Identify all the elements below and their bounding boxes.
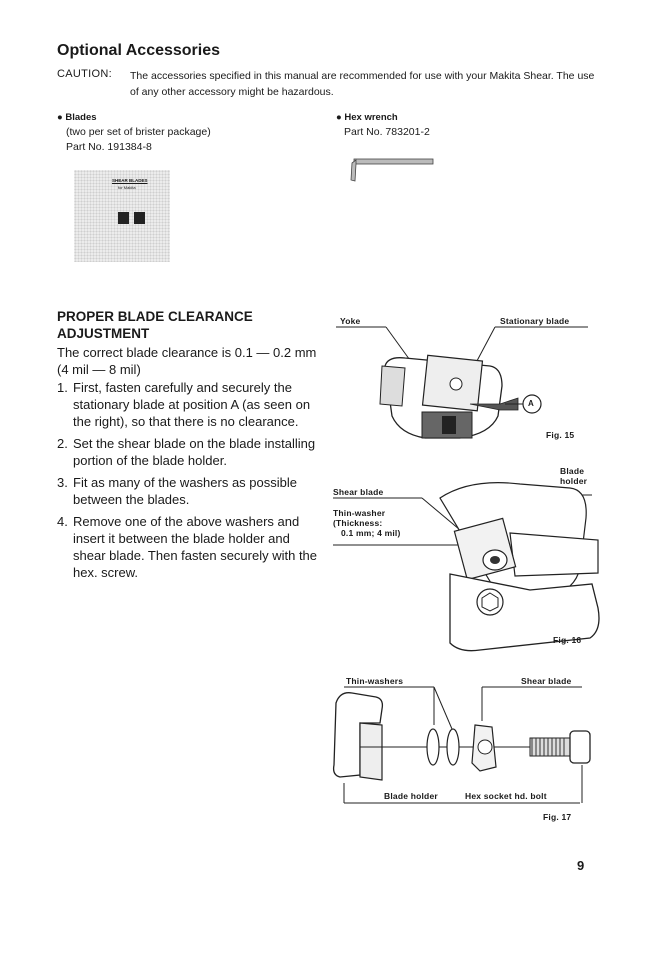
blade-piece bbox=[118, 212, 129, 224]
step-number: 2. bbox=[57, 436, 68, 451]
fig16-caption: Fig. 16 bbox=[553, 635, 582, 645]
label-line: 0.1 mm; 4 mil) bbox=[341, 528, 401, 538]
step-number: 1. bbox=[57, 380, 68, 395]
accessory-name: ● Hex wrench bbox=[336, 112, 398, 123]
blade-package-image: SHEAR BLADES for Makita bbox=[74, 170, 170, 262]
fig17-caption: Fig. 17 bbox=[543, 812, 572, 822]
step-item: 3. Fit as many of the washers as possible… bbox=[57, 474, 319, 508]
fig16-label-thin-washer: Thin-washer (Thickness: 0.1 mm; 4 mil) bbox=[333, 508, 401, 538]
fig17-label-shear-blade: Shear blade bbox=[521, 676, 572, 686]
fig16-label-shear-blade: Shear blade bbox=[333, 487, 384, 497]
label-line: (Thickness: bbox=[333, 518, 383, 528]
step-text: First, fasten carefully and securely the… bbox=[73, 380, 311, 429]
step-item: 1. First, fasten carefully and securely t… bbox=[57, 379, 319, 430]
label-line: holder bbox=[560, 476, 588, 486]
blade-piece bbox=[134, 212, 145, 224]
fig16-label-blade-holder: Blade holder bbox=[560, 466, 587, 486]
step-text: Remove one of the above washers and inse… bbox=[73, 514, 318, 580]
accessory-name: ● Blades bbox=[57, 112, 97, 123]
steps-list: 1. First, fasten carefully and securely t… bbox=[57, 379, 319, 586]
step-text: Set the shear blade on the blade install… bbox=[73, 436, 316, 468]
caution-label: CAUTION: bbox=[57, 68, 112, 80]
accessory-desc: (two per set of brister package) bbox=[66, 126, 211, 138]
accessory-hex-wrench: ● Hex wrench Part No. 783201-2 bbox=[336, 112, 430, 138]
hex-wrench-image bbox=[350, 158, 434, 182]
page-number: 9 bbox=[577, 858, 585, 873]
step-number: 4. bbox=[57, 514, 68, 529]
package-text: SHEAR BLADES bbox=[112, 178, 148, 183]
fig15-label-stationary-blade: Stationary blade bbox=[500, 316, 570, 326]
step-item: 4. Remove one of the above washers and in… bbox=[57, 513, 319, 581]
accessory-part-no: Part No. 783201-2 bbox=[344, 126, 430, 138]
package-subtext: for Makita bbox=[118, 185, 136, 190]
section-title-blade-clearance: PROPER BLADE CLEARANCE ADJUSTMENT bbox=[57, 308, 317, 342]
fig17-label-thin-washers: Thin-washers bbox=[346, 676, 404, 686]
step-text: Fit as many of the washers as possible b… bbox=[73, 475, 297, 507]
label-line: Blade bbox=[560, 466, 585, 476]
step-number: 3. bbox=[57, 475, 68, 490]
caution-text: The accessories specified in this manual… bbox=[130, 70, 595, 98]
clearance-intro: The correct blade clearance is 0.1 — 0.2… bbox=[57, 345, 317, 377]
fig17-label-hex-bolt: Hex socket hd. bolt bbox=[465, 791, 547, 801]
label-line: Thin-washer bbox=[333, 508, 386, 518]
fig15-label-yoke: Yoke bbox=[340, 316, 361, 326]
accessory-blades: ● Blades (two per set of brister package… bbox=[57, 112, 211, 153]
title-line: PROPER BLADE CLEARANCE bbox=[57, 309, 253, 324]
fig15-diagram bbox=[336, 326, 588, 439]
fig17-diagram bbox=[332, 686, 591, 804]
step-item: 2. Set the shear blade on the blade insta… bbox=[57, 435, 319, 469]
fig15-caption: Fig. 15 bbox=[546, 430, 575, 440]
fig17-label-blade-holder: Blade holder bbox=[384, 791, 438, 801]
section-title-accessories: Optional Accessories bbox=[57, 42, 221, 59]
fig15-label-a: A bbox=[528, 399, 534, 408]
fig16-diagram bbox=[333, 482, 600, 652]
accessory-part-no: Part No. 191384-8 bbox=[66, 141, 152, 153]
title-line: ADJUSTMENT bbox=[57, 326, 150, 341]
